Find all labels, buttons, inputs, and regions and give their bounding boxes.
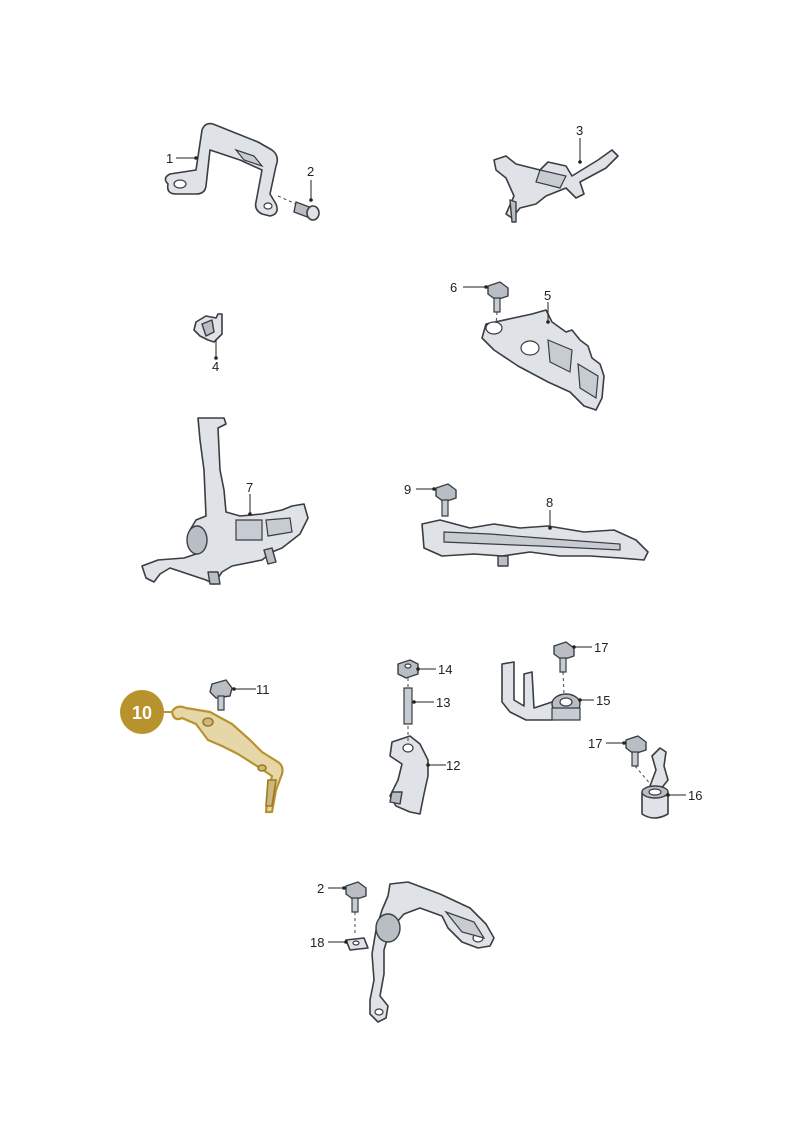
label-12-text: 12 (446, 758, 460, 773)
part-9-bolt[interactable] (435, 483, 457, 517)
part-6-bolt[interactable] (487, 281, 509, 325)
label-8: 8 (546, 495, 553, 530)
label-14: 14 (416, 662, 452, 677)
part-17-bolt-lower[interactable] (625, 735, 653, 787)
label-13: 13 (412, 695, 450, 710)
callout-10: 10 (120, 690, 172, 734)
label-18-text: 18 (310, 935, 324, 950)
label-14-text: 14 (438, 662, 452, 677)
label-2-upper: 2 (307, 164, 314, 202)
label-4-text: 4 (212, 359, 219, 374)
label-3: 3 (576, 123, 583, 164)
part-3-retainer[interactable] (493, 149, 619, 223)
part-5-bracket[interactable] (481, 309, 605, 411)
part-4-clip[interactable] (193, 313, 223, 343)
part-17-bolt-upper[interactable] (553, 641, 575, 695)
label-2-lower-text: 2 (317, 881, 324, 896)
label-17-lower-text: 17 (588, 736, 602, 751)
label-2-lower: 2 (317, 881, 346, 896)
label-2-upper-text: 2 (307, 164, 314, 179)
part-14-nut[interactable] (397, 659, 419, 679)
label-4: 4 (212, 340, 219, 374)
label-11-text: 11 (256, 682, 270, 697)
label-16-text: 16 (688, 788, 702, 803)
part-2-bolt[interactable] (277, 195, 320, 221)
label-17-upper: 17 (572, 640, 608, 655)
label-11: 11 (232, 682, 270, 697)
label-6-text: 6 (450, 280, 457, 295)
label-17-lower: 17 (588, 736, 626, 751)
label-13-text: 13 (436, 695, 450, 710)
part-10-bracket[interactable] (170, 705, 284, 814)
label-7-text: 7 (246, 480, 253, 495)
label-5-text: 5 (544, 288, 551, 303)
label-8-text: 8 (546, 495, 553, 510)
label-15: 15 (578, 693, 610, 708)
part-2-bolt-lower[interactable] (345, 881, 367, 936)
part-18-washer[interactable] (345, 937, 369, 951)
label-12: 12 (426, 758, 460, 773)
part-1-bracket[interactable] (164, 122, 279, 217)
label-16: 16 (666, 788, 702, 803)
part-11-bolt[interactable] (209, 679, 233, 711)
part-15-bracket[interactable] (501, 661, 581, 721)
label-15-text: 15 (596, 693, 610, 708)
callout-10-number: 10 (132, 703, 152, 723)
label-1: 1 (166, 151, 198, 166)
label-5: 5 (544, 288, 551, 324)
part-12-bracket[interactable] (389, 726, 429, 815)
label-7: 7 (246, 480, 253, 516)
label-18: 18 (310, 935, 348, 950)
label-9: 9 (404, 482, 436, 497)
label-6: 6 (450, 280, 488, 295)
label-1-text: 1 (166, 151, 173, 166)
part-13-stud[interactable] (403, 678, 413, 725)
part-bottom-bracket[interactable] (369, 881, 495, 1023)
label-9-text: 9 (404, 482, 411, 497)
label-3-text: 3 (576, 123, 583, 138)
part-16-sleeve[interactable] (641, 747, 669, 819)
label-17-upper-text: 17 (594, 640, 608, 655)
part-8-channel[interactable] (421, 519, 649, 567)
part-7-rail[interactable] (141, 417, 309, 585)
